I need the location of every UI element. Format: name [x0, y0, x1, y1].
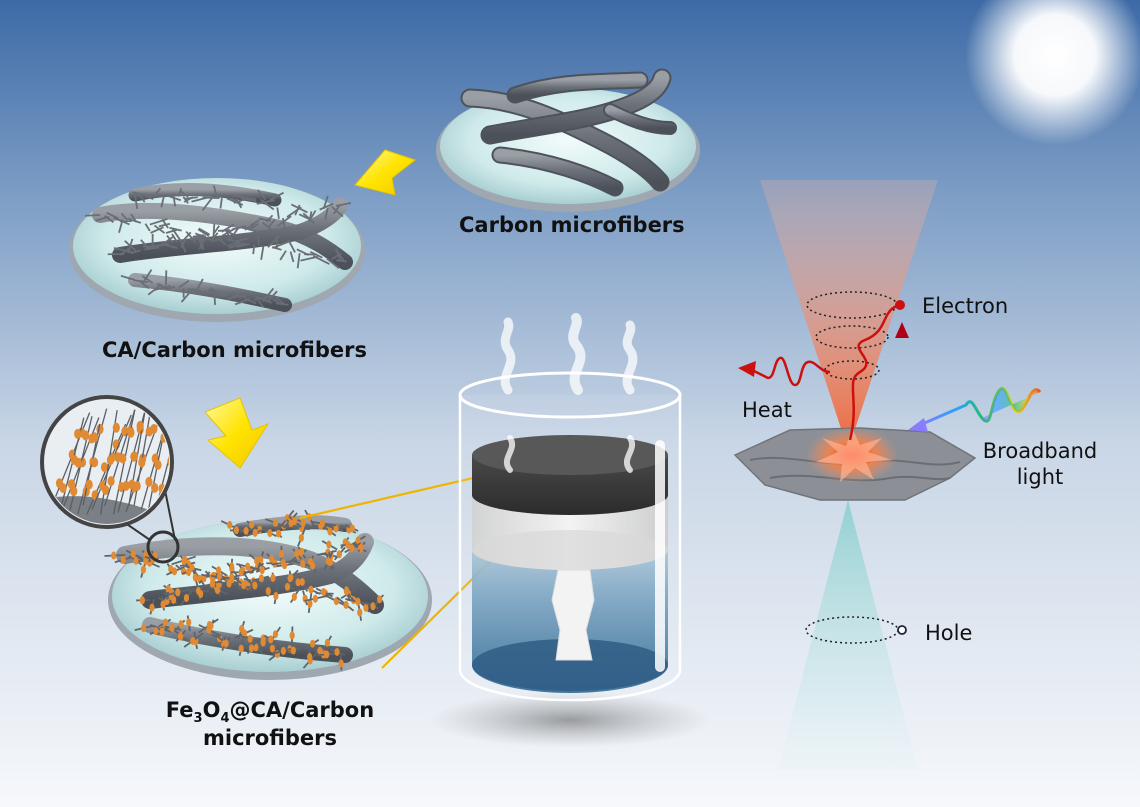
label-fe-part: Fe: [165, 698, 194, 722]
hole-dot: [897, 625, 907, 635]
carbon-microfibers-dish: [436, 68, 700, 212]
bare-fibers: [460, 68, 677, 197]
label-sub-4: 4: [220, 711, 230, 727]
label-ca-carbon-part: @CA/Carbon: [229, 698, 375, 722]
process-arrow-1: [354, 149, 417, 196]
label-carbon-microfibers: Carbon microfibers: [459, 213, 685, 237]
process-arrow-2: [204, 397, 270, 469]
label-fe3o4-ca-carbon-microfibers: Fe3O4@CA/Carbon microfibers: [150, 698, 390, 750]
inset-source-circle: [146, 530, 180, 564]
label-broadband-line2: light: [1016, 465, 1064, 489]
broadband-light-wave: [908, 386, 1042, 432]
hole-cone: [778, 500, 918, 770]
photothermal-mechanism: [733, 180, 1042, 770]
magnified-inset: [40, 395, 180, 564]
label-microfibers-part: microfibers: [202, 726, 337, 751]
label-electron: Electron: [922, 294, 1009, 318]
label-broadband-light: Broadband light: [972, 438, 1108, 490]
fe3o4-coated-spikes: [104, 509, 385, 671]
electron-cone: [760, 180, 938, 450]
fe3o4-ca-carbon-microfibers-dish: [104, 509, 432, 680]
label-ca-carbon-microfibers: CA/Carbon microfibers: [102, 338, 368, 362]
label-broadband-line1: Broadband: [982, 439, 1098, 463]
steam: [500, 313, 638, 473]
label-o-part: O: [202, 698, 221, 722]
label-sub-3: 3: [193, 711, 203, 727]
ca-nanorod-spikes: [85, 185, 352, 308]
beaker: [430, 313, 710, 748]
label-hole: Hole: [925, 621, 973, 645]
electron-path: [848, 303, 901, 441]
heat-wave: [751, 356, 831, 387]
electron-dot: [895, 300, 905, 310]
ca-carbon-microfibers-dish: [69, 178, 365, 322]
sun-glow: [965, 0, 1140, 145]
label-heat: Heat: [742, 398, 792, 422]
